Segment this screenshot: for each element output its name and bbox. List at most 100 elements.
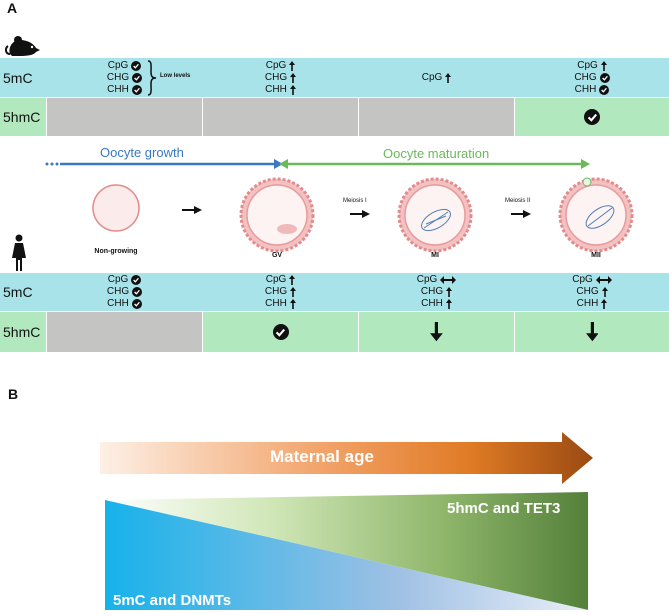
context-line: CpG: [266, 274, 296, 286]
context-label: CpG: [265, 274, 287, 285]
context-line: CpG: [108, 274, 142, 286]
mouse-5hmc-label: 5hmC: [0, 98, 46, 136]
context-label: CHH: [107, 83, 129, 95]
arrow-up-icon: [289, 84, 296, 95]
check-icon: [132, 72, 143, 83]
human-5hmc-cell: [203, 312, 358, 352]
context-line: CHH: [577, 298, 608, 310]
context-label: CHH: [574, 83, 597, 95]
maternal-age-label: Maternal age: [270, 447, 374, 466]
meiosis-2-label: Meiosis II: [505, 198, 531, 204]
check-icon: [599, 72, 610, 83]
non-growing-oocyte: [92, 184, 140, 232]
arrow-up-icon: [290, 72, 297, 83]
gv-oocyte: [239, 177, 315, 253]
context-label: CHH: [265, 83, 287, 95]
human-5hmc-cell: [515, 312, 669, 352]
arrow-up-icon: [446, 287, 453, 297]
context-label: CpG: [107, 59, 129, 71]
context-line: CHG: [420, 286, 453, 298]
context-line: CpG: [108, 60, 142, 72]
arrow-up-icon: [600, 60, 607, 71]
mouse-icon: [4, 36, 40, 56]
mii-oocyte: [558, 177, 634, 253]
context-label: CHG: [264, 286, 288, 297]
maturation-arrow: [279, 159, 590, 169]
methylation-gradient: [105, 492, 588, 610]
context-label: CHH: [265, 298, 287, 309]
context-line: CHH: [107, 84, 142, 96]
bottom-label: 5mC and DNMTs: [113, 592, 232, 609]
context-line: CHH: [265, 298, 296, 310]
context-line: CHG: [264, 286, 297, 298]
arrow-up-icon: [601, 299, 608, 309]
growth-label: Oocyte growth: [100, 145, 184, 160]
human-5hmc-cell: [47, 312, 202, 352]
arrow-up-icon: [289, 299, 296, 309]
context-label: CHG: [574, 71, 597, 83]
context-line: CHH: [421, 298, 452, 310]
context-line: CHG: [106, 286, 143, 298]
context-label: CHG: [420, 286, 444, 297]
arrow-down-icon: [430, 322, 443, 342]
check-icon: [131, 60, 142, 71]
arrow-left-right-icon: [440, 276, 457, 284]
context-line: CHH: [575, 84, 610, 96]
context-label: CHH: [107, 298, 129, 309]
meiosis-1-label: Meiosis I: [343, 198, 367, 204]
arrow-down-icon: [585, 322, 599, 342]
context-line: CHG: [107, 72, 143, 84]
context-line: CpG: [577, 60, 607, 72]
stage-arrow-3: [511, 210, 531, 218]
stage-mi: MI: [431, 252, 439, 259]
check-icon: [131, 275, 142, 285]
context-label: CpG: [107, 274, 129, 285]
context-label: CHG: [106, 286, 130, 297]
mouse-5mc-cell: CpG: [359, 58, 514, 97]
mouse-5hmc-cell: [515, 98, 669, 136]
arrow-left-right-icon: [595, 276, 612, 284]
check-icon: [132, 287, 143, 297]
context-label: CpG: [265, 59, 287, 71]
context-line: CHH: [265, 84, 296, 96]
stage-mii: MII: [591, 252, 601, 259]
mouse-5hmc-cell: [203, 98, 358, 136]
arrow-up-icon: [289, 275, 296, 285]
context-label: CHG: [576, 286, 599, 297]
check-icon: [131, 84, 142, 95]
context-line: CHG: [265, 72, 297, 84]
arrow-up-icon: [290, 287, 297, 297]
context-label: CpG: [572, 274, 593, 285]
context-line: CpG: [417, 274, 457, 286]
low-levels-note: Low levels: [160, 73, 191, 79]
check-icon: [584, 109, 600, 125]
stage-gv: GV: [271, 252, 283, 259]
context-line: CpG: [266, 60, 296, 72]
context-line: CHG: [574, 71, 610, 84]
stage-arrow-1: [182, 206, 202, 214]
mouse-5hmc-cell: [359, 98, 514, 136]
human-5hmc-label: 5hmC: [0, 312, 46, 352]
top-label: 5hmC and TET3: [447, 500, 561, 517]
arrow-up-icon: [445, 299, 452, 309]
human-5mc-label: 5mC: [3, 284, 33, 300]
context-line: CpG: [572, 274, 612, 286]
context-line: CpG: [422, 72, 452, 84]
context-label: CHH: [421, 298, 443, 309]
human-5mc-row: [0, 273, 669, 311]
mi-oocyte: [397, 177, 473, 253]
check-icon: [131, 299, 142, 309]
woman-icon: [12, 234, 26, 271]
panel-a-label: A: [7, 0, 18, 16]
arrow-up-icon: [289, 60, 296, 71]
context-label: CpG: [577, 59, 598, 71]
maternal-age-arrow: [100, 432, 593, 484]
context-label: CHH: [576, 298, 599, 309]
mouse-5mc-row: [0, 58, 669, 97]
arrow-up-icon: [445, 72, 452, 83]
